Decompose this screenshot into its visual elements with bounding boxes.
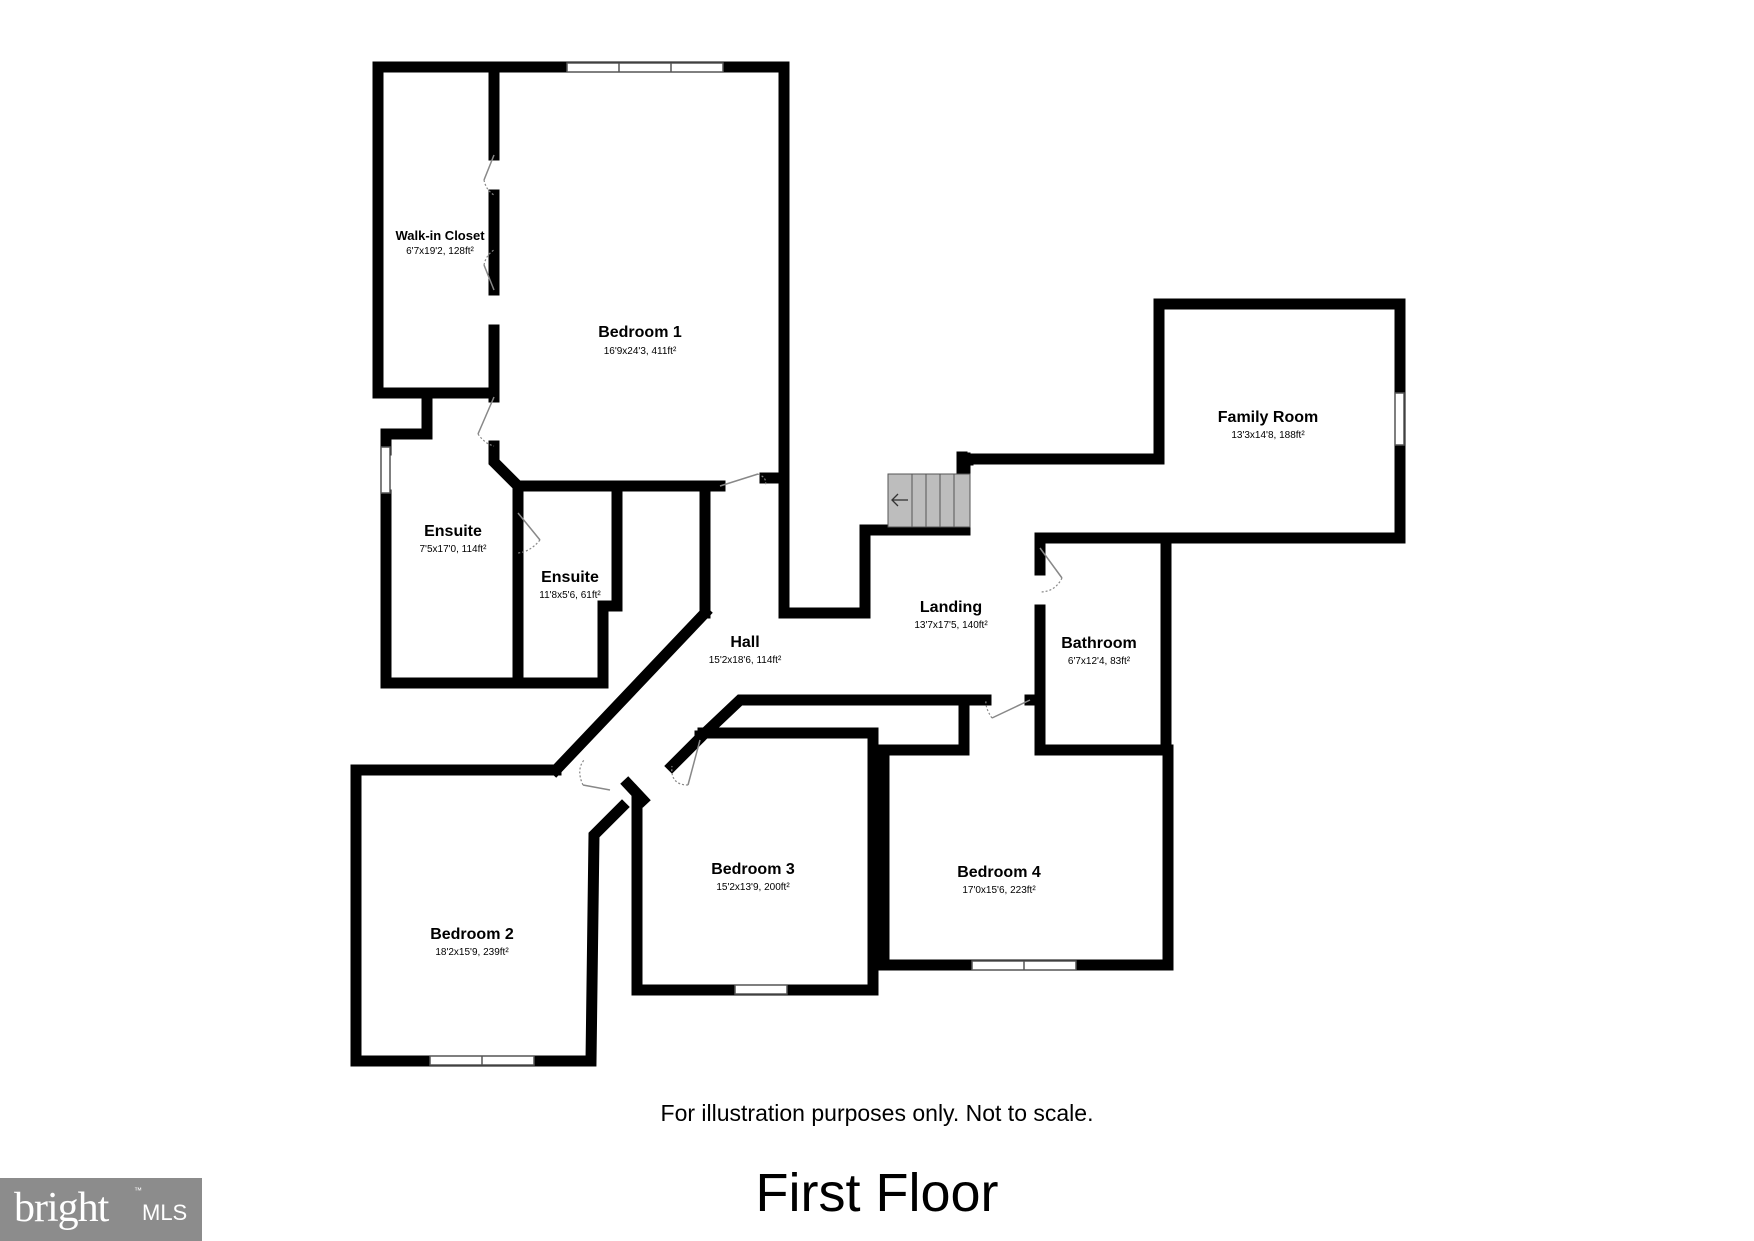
walls (372, 61, 976, 778)
room-dims-bedroom-1: 16'9x24'3, 411ft² (604, 346, 677, 357)
room-labels: Walk-in Closet 6'7x19'2, 128ft² Bedroom … (395, 228, 1318, 958)
window (566, 62, 724, 73)
floor-title: First Floor (755, 1163, 999, 1223)
stairs (887, 473, 971, 528)
room-dims-landing: 13'7x17'5, 140ft² (914, 620, 988, 631)
room-dims-bedroom-2: 18'2x15'9, 239ft² (435, 947, 509, 958)
doors (477, 154, 1063, 791)
room-dims-hall: 15'2x18'6, 114ft² (709, 655, 782, 666)
logo-trademark: ™ (134, 1186, 142, 1195)
room-dims-bedroom-4: 17'0x15'6, 223ft² (962, 885, 1036, 896)
room-name-ensuite-1: Ensuite (424, 523, 482, 540)
logo-mls: MLS (142, 1200, 188, 1225)
room-dims-bedroom-3: 15'2x13'9, 200ft² (716, 882, 790, 893)
bright-mls-logo: bright ™ MLS (0, 1178, 202, 1241)
window (380, 446, 391, 494)
logo-word: bright (14, 1185, 109, 1231)
room-name-ensuite-2: Ensuite (541, 569, 599, 586)
window (1394, 392, 1405, 446)
room-name-walk-in-closet: Walk-in Closet (395, 228, 485, 243)
room-name-bathroom: Bathroom (1061, 635, 1137, 652)
window (734, 984, 788, 995)
stair-arrow-icon (891, 493, 908, 507)
room-dims-walk-in-closet: 6'7x19'2, 128ft² (406, 246, 474, 257)
room-name-hall: Hall (730, 634, 759, 651)
room-name-bedroom-4: Bedroom 4 (957, 864, 1041, 881)
room-name-bedroom-2: Bedroom 2 (430, 926, 514, 943)
disclaimer-text: For illustration purposes only. Not to s… (660, 1100, 1094, 1126)
windows (380, 62, 1405, 1066)
room-name-family-room: Family Room (1218, 409, 1318, 426)
room-dims-ensuite-1: 7'5x17'0, 114ft² (419, 544, 487, 555)
room-dims-family-room: 13'3x14'8, 188ft² (1231, 430, 1305, 441)
room-dims-bathroom: 6'7x12'4, 83ft² (1068, 656, 1131, 667)
room-name-landing: Landing (920, 599, 982, 616)
room-dims-ensuite-2: 11'8x5'6, 61ft² (539, 590, 601, 601)
room-name-bedroom-3: Bedroom 3 (711, 861, 795, 878)
room-name-bedroom-1: Bedroom 1 (598, 324, 682, 341)
